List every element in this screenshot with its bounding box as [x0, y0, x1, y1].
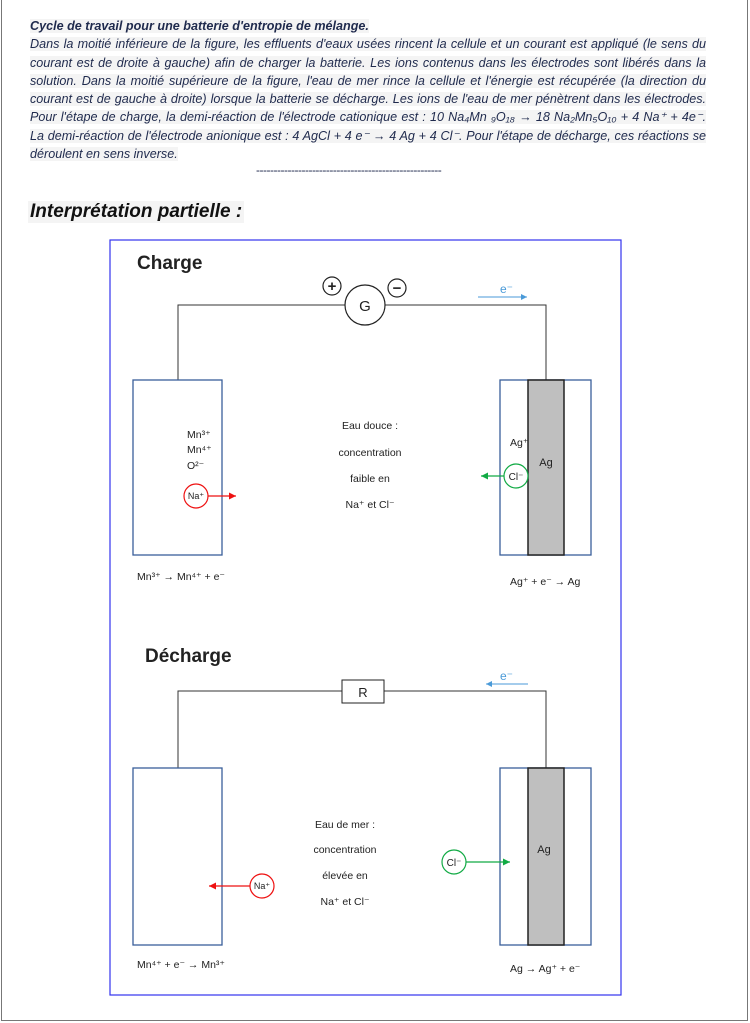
ag-plate-label: Ag	[537, 844, 550, 856]
intro-title: Cycle de travail pour une batterie d'ent…	[30, 19, 369, 33]
cation-electrode	[132, 379, 223, 556]
minus-terminal-icon	[387, 278, 407, 298]
solution-line-2: concentration	[338, 447, 401, 459]
species-o2: O²⁻	[187, 460, 205, 472]
discharge-wire	[177, 690, 342, 768]
electron-label: e⁻	[500, 282, 513, 296]
intro-body: Dans la moitié inférieure de la figure, …	[30, 37, 706, 162]
discharge-panel: Décharge R e⁻ Na⁺ Eau de mer : concentra…	[132, 646, 592, 975]
cl-ion-label: Cl⁻	[447, 858, 462, 869]
plus-terminal-icon	[322, 276, 342, 296]
solution-line-1: Eau douce :	[342, 420, 398, 432]
plus-label: +	[328, 278, 337, 295]
charge-wire	[177, 304, 345, 380]
cation-reaction: Mn³⁺ → Mn⁴⁺ + e⁻	[137, 571, 225, 583]
solution-line-3: élevée en	[322, 870, 368, 882]
charge-wire-right	[385, 304, 547, 380]
solution-line-1: Eau de mer :	[315, 819, 375, 831]
generator-label: G	[359, 298, 371, 315]
generator-icon	[344, 284, 386, 326]
na-ion-label: Na⁺	[254, 881, 271, 891]
discharge-title: Décharge	[145, 646, 232, 667]
resistor-icon	[341, 679, 385, 704]
cation-reaction: Mn⁴⁺ + e⁻ → Mn³⁺	[137, 959, 225, 971]
intro-text: Cycle de travail pour une batterie d'ent…	[30, 17, 706, 163]
electron-label: e⁻	[500, 669, 513, 683]
silver-plate	[527, 379, 565, 556]
na-ion-label: Na⁺	[188, 491, 205, 501]
charge-panel: Charge G + − e⁻ Mn³⁺ Mn⁴⁺ O²⁻ Na⁺ Eau do…	[132, 253, 592, 588]
solution-line-4: Na⁺ et Cl⁻	[320, 896, 369, 908]
species-mn3: Mn³⁺	[187, 429, 211, 441]
section-heading: Interprétation partielle :	[28, 201, 245, 223]
anion-reaction: Ag⁺ + e⁻ → Ag	[510, 576, 580, 588]
solution-line-3: faible en	[350, 473, 390, 485]
anion-reaction: Ag → Ag⁺ + e⁻	[510, 963, 581, 975]
species-mn4: Mn⁴⁺	[187, 444, 212, 456]
discharge-wire-right	[384, 690, 547, 768]
charge-title: Charge	[137, 253, 202, 274]
silver-plate	[527, 767, 565, 946]
diagram-frame	[109, 239, 622, 996]
resistor-label: R	[358, 685, 367, 700]
ag-ion-label: Ag⁺	[510, 437, 529, 449]
solution-line-4: Na⁺ et Cl⁻	[345, 499, 394, 511]
separator: ----------------------------------------…	[256, 163, 442, 177]
solution-line-2: concentration	[313, 844, 376, 856]
cation-electrode	[132, 767, 223, 946]
cl-ion-label: Cl⁻	[509, 472, 524, 483]
minus-label: −	[393, 280, 402, 297]
ag-plate-label: Ag	[539, 457, 552, 469]
